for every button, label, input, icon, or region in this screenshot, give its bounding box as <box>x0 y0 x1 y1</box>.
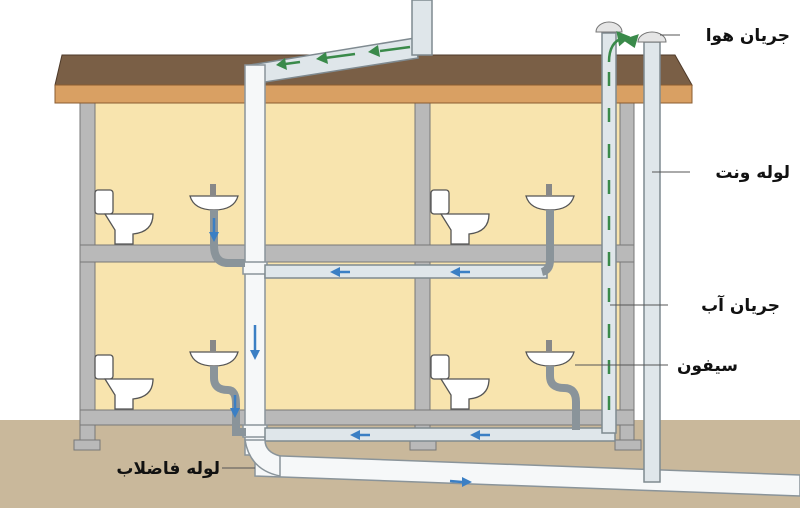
lower-drain-pipe <box>264 427 616 442</box>
vent-pipe-label: لوله ونت <box>715 163 790 183</box>
water-flow-label: جریان آب <box>701 294 780 316</box>
sewer-pipe-label: لوله فاضلاب <box>116 459 220 479</box>
roof <box>54 54 693 104</box>
vent-stack-air <box>595 21 623 434</box>
toilet-lower-left <box>94 354 154 410</box>
air-flow-arrows <box>276 31 639 410</box>
air-flow-label: جریان هوا <box>706 26 790 46</box>
toilet-upper-left <box>94 189 154 245</box>
sink-upper-right <box>525 184 575 276</box>
siphon-label: سیفون <box>677 356 738 376</box>
sink-upper-left <box>189 184 245 267</box>
toilet-upper-right <box>430 189 490 245</box>
water-flow-arrows <box>209 218 490 487</box>
vent-pipe <box>637 31 667 483</box>
sink-lower-right <box>525 340 580 430</box>
toilet-lower-right <box>430 354 490 410</box>
upper-drain-pipe <box>264 264 548 279</box>
sewer-pipe <box>254 454 800 497</box>
